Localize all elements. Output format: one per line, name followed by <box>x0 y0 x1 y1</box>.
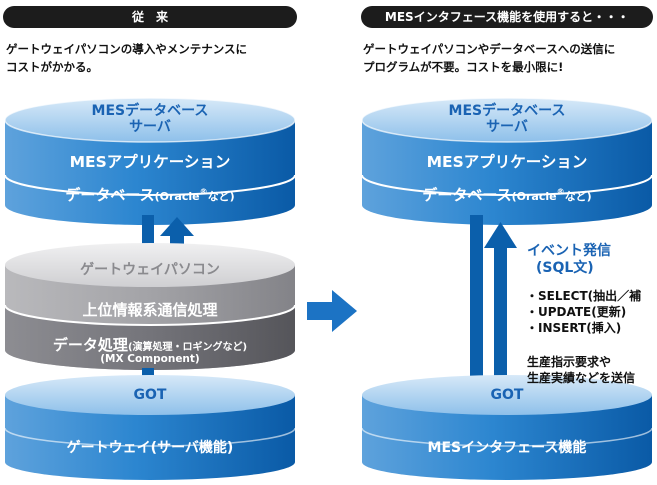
event-sql-list: ・SELECT(抽出／補 ・UPDATE(更新) ・INSERT(挿入) <box>526 288 657 336</box>
left-description: ゲートウェイパソコンの導入やメンテナンスに コストがかかる。 <box>6 40 247 76</box>
left-gateway-comm-label: 上位情報系通信処理 <box>82 301 218 319</box>
left-gateway-data-paren: (演算処理・ロギングなど) <box>127 342 248 353</box>
right-description-line: プログラムが不要。コストを最小限に! <box>363 60 564 74</box>
right-long-bar-arrow <box>470 215 517 415</box>
left-gateway-data-main: データ処理 <box>52 336 128 354</box>
event-sql-item: ・UPDATE(更新) <box>526 305 627 319</box>
left-gateway-mx-component: (MX Component) <box>100 353 200 365</box>
right-got-cylinder <box>361 375 653 480</box>
event-note: 生産指示要求や 生産実績などを送信 <box>527 354 635 386</box>
left-db-server-title-line: MESデータベース <box>91 103 209 119</box>
left-header-text: 従 来 <box>131 10 168 24</box>
left-database-reg: ® <box>199 187 208 196</box>
left-got-title: GOT <box>133 387 167 403</box>
right-db-server-title-line: サーバ <box>486 119 528 135</box>
left-db-server-cylinder <box>4 97 296 225</box>
left-gateway-data-label: データ処理(演算処理・ロギングなど) <box>0 334 300 355</box>
right-got-title: GOT <box>490 387 524 403</box>
right-description: ゲートウェイパソコンやデータベースへの送信に プログラムが不要。コストを最小限に… <box>363 40 615 76</box>
right-database-main: データベース <box>422 186 512 204</box>
left-gateway-pc-cylinder <box>4 243 296 370</box>
right-database-oracle: (Oracle <box>511 190 557 203</box>
left-database-main: データベース <box>65 186 155 204</box>
event-title-line: (SQL文) <box>536 260 594 276</box>
event-note-line: 生産実績などを送信 <box>527 371 636 385</box>
left-got-cylinder <box>4 375 296 480</box>
left-db-server-title: MESデータベース サーバ <box>0 103 300 135</box>
right-description-line: ゲートウェイパソコンやデータベースへの送信に <box>363 42 616 56</box>
left-database-etc: など) <box>207 190 235 203</box>
right-db-server-title-line: MESデータベース <box>448 103 566 119</box>
event-sql-item: ・INSERT(挿入) <box>526 321 622 335</box>
left-description-line: ゲートウェイパソコンの導入やメンテナンスに <box>6 42 248 56</box>
right-mes-application-label: MESアプリケーション <box>426 153 588 171</box>
right-db-server-cylinder <box>361 97 653 225</box>
left-db-server-title-line: サーバ <box>129 119 171 135</box>
right-db-server-title: MESデータベース サーバ <box>357 103 657 135</box>
right-database-reg: ® <box>556 187 565 196</box>
left-got-subtitle: ゲートウェイ(サーバ機能) <box>66 440 234 456</box>
event-title: イベント発信 (SQL文) <box>527 243 611 277</box>
transition-arrow <box>307 290 357 332</box>
left-description-line: コストがかかる。 <box>6 60 98 74</box>
event-sql-item: ・SELECT(抽出／補 <box>526 289 642 303</box>
left-gateway-pc-title: ゲートウェイパソコン <box>80 262 220 278</box>
event-title-line: イベント発信 <box>527 243 611 259</box>
right-header-text: MESインタフェース機能を使用すると・・・ <box>384 10 630 24</box>
left-mes-application-label: MESアプリケーション <box>69 153 231 171</box>
right-database-etc: など) <box>564 190 592 203</box>
left-database-oracle: (Oracle <box>154 190 200 203</box>
right-header-pill: MESインタフェース機能を使用すると・・・ <box>361 6 653 28</box>
left-database-label: データベース(Oracle®など) <box>0 184 300 205</box>
right-database-label: データベース(Oracle®など) <box>357 184 657 205</box>
event-note-line: 生産指示要求や <box>527 355 612 369</box>
right-got-subtitle: MESインタフェース機能 <box>427 440 587 456</box>
left-header-pill: 従 来 <box>3 6 297 28</box>
